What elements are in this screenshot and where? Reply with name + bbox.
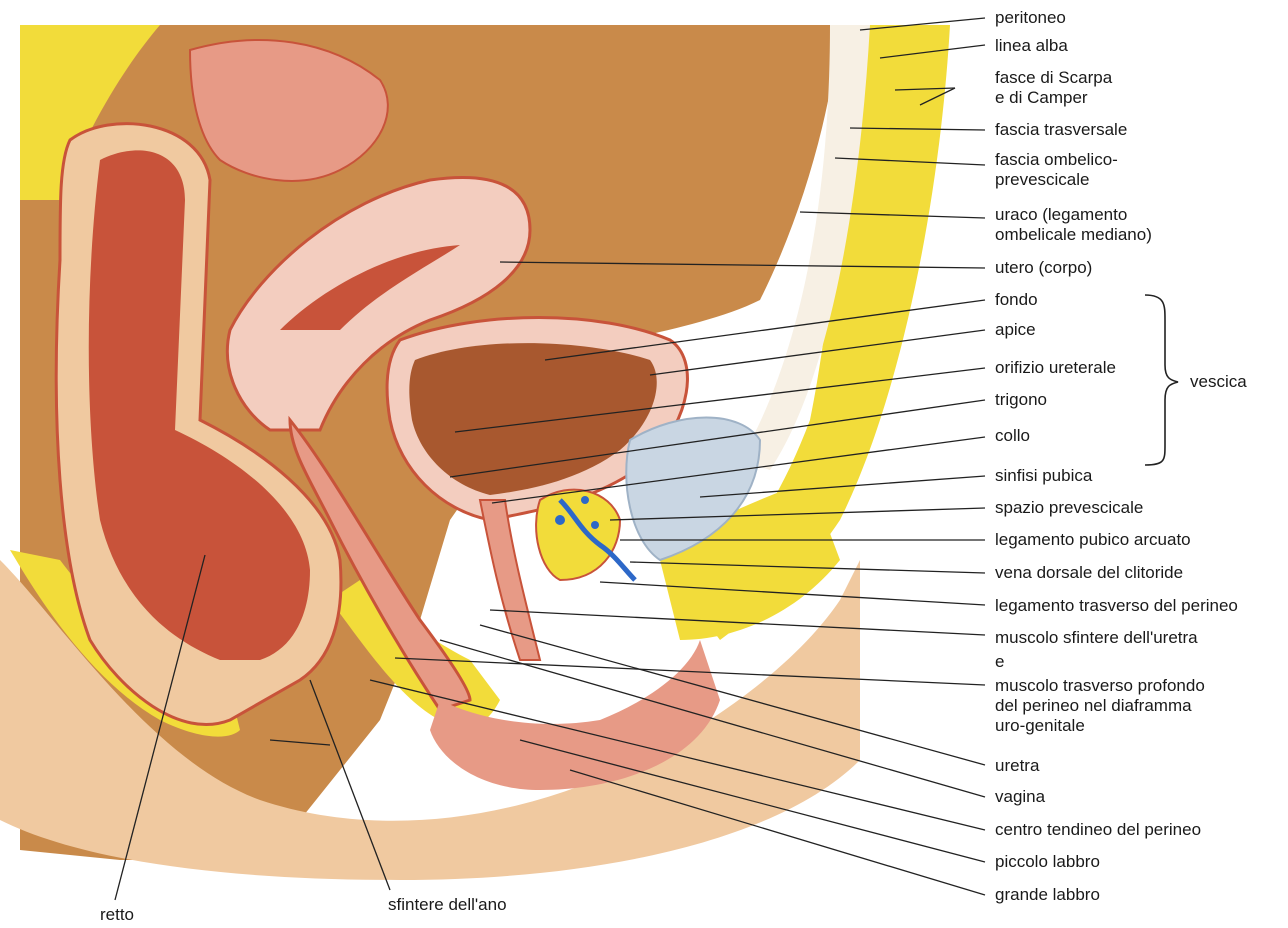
label-legamento-pubico: legamento pubico arcuato xyxy=(995,530,1191,550)
vescica-brace xyxy=(1145,295,1178,465)
label-utero: utero (corpo) xyxy=(995,258,1092,278)
label-grande-labbro: grande labbro xyxy=(995,885,1100,905)
label-fascia-ombelico: fascia ombelico- prevescicale xyxy=(995,150,1275,190)
vein-dot xyxy=(555,515,565,525)
label-sinfisi: sinfisi pubica xyxy=(995,466,1092,486)
label-fasce-scarpa: fasce di Scarpa e di Camper xyxy=(995,68,1275,108)
vein-dot xyxy=(591,521,599,529)
label-apice: apice xyxy=(995,320,1036,340)
label-vagina: vagina xyxy=(995,787,1045,807)
label-spazio: spazio prevescicale xyxy=(995,498,1143,518)
label-trigono: trigono xyxy=(995,390,1047,410)
label-fascia-trasversale: fascia trasversale xyxy=(995,120,1127,140)
urethra xyxy=(480,500,540,660)
label-muscolo-sfintere: muscolo sfintere dell'uretra xyxy=(995,628,1198,648)
label-e: e xyxy=(995,652,1004,672)
label-legamento-trasverso: legamento trasverso del perineo xyxy=(995,596,1238,616)
label-sfintere-ano: sfintere dell'ano xyxy=(388,895,507,915)
label-muscolo-trasverso: muscolo trasverso profondo del perineo n… xyxy=(995,676,1275,736)
label-vena-dorsale: vena dorsale del clitoride xyxy=(995,563,1183,583)
label-uretra: uretra xyxy=(995,756,1039,776)
label-fondo: fondo xyxy=(995,290,1038,310)
vein-dot xyxy=(581,496,589,504)
label-retto: retto xyxy=(100,905,134,925)
label-peritoneo: peritoneo xyxy=(995,8,1066,28)
label-orifizio: orifizio ureterale xyxy=(995,358,1116,378)
label-vescica: vescica xyxy=(1190,372,1247,392)
label-linea-alba: linea alba xyxy=(995,36,1068,56)
label-collo: collo xyxy=(995,426,1030,446)
pubic-bone xyxy=(536,490,620,580)
label-centro-tendineo: centro tendineo del perineo xyxy=(995,820,1201,840)
label-piccolo-labbro: piccolo labbro xyxy=(995,852,1100,872)
label-uraco: uraco (legamento ombelicale mediano) xyxy=(995,205,1275,245)
